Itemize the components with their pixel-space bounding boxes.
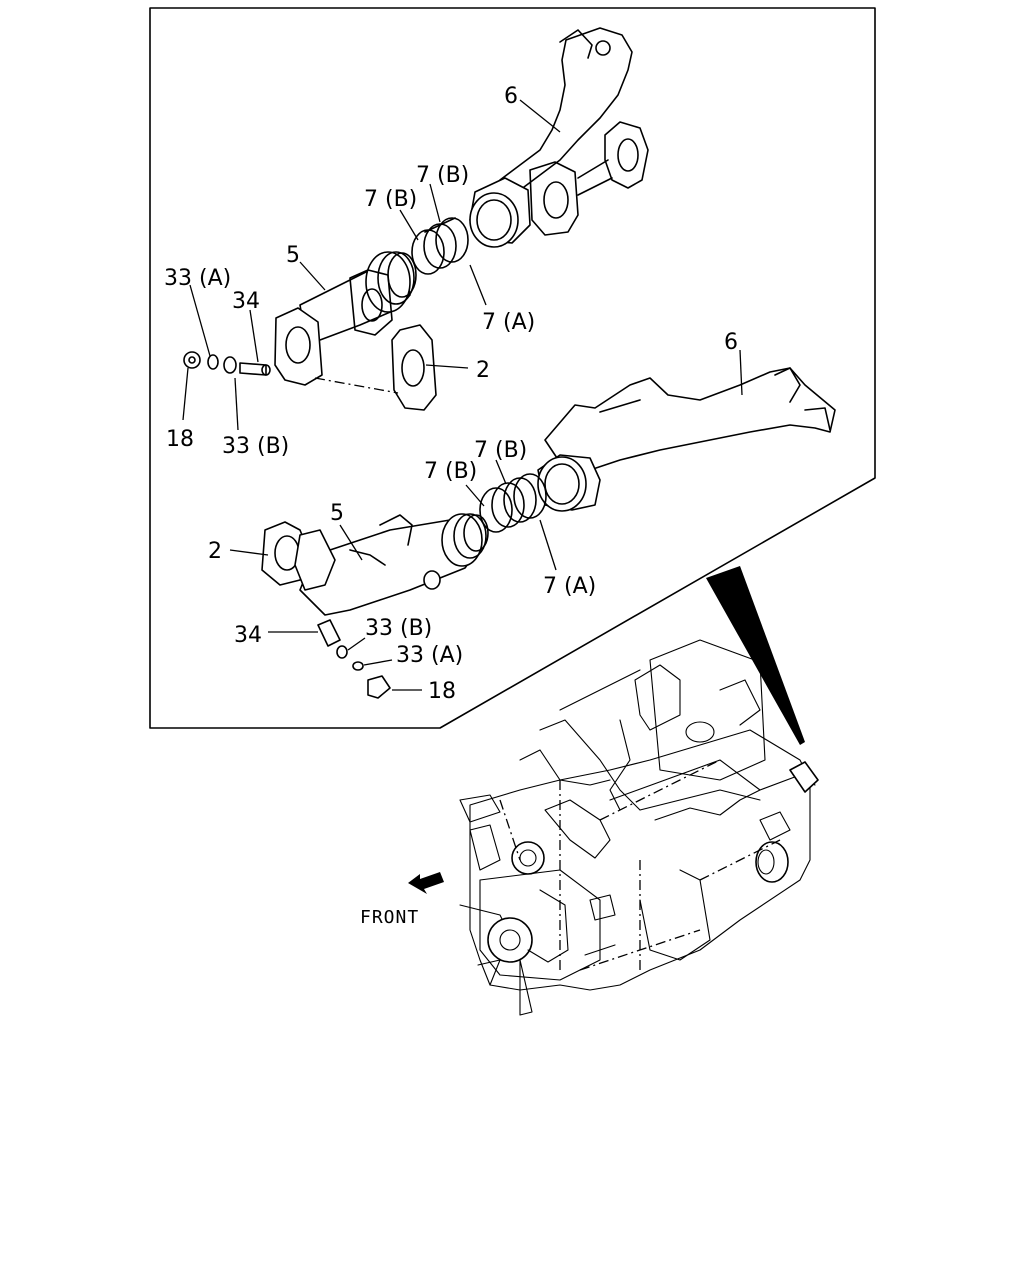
upper-label-18: 18	[166, 427, 194, 452]
detail-frame	[149, 7, 876, 729]
lower-label-6: 6	[724, 330, 738, 355]
upper-label-33a: 33 (A)	[164, 266, 231, 291]
upper-assembly	[182, 27, 649, 431]
upper-manifold-front-part5	[274, 251, 417, 386]
lower-label-2: 2	[208, 539, 222, 564]
front-arrow-icon	[408, 872, 444, 894]
engine-overview	[459, 639, 819, 1016]
lower-label-7b-right: 7 (B)	[474, 438, 527, 463]
lower-slip-sleeve	[537, 454, 601, 512]
lower-label-33b: 33 (B)	[365, 616, 432, 641]
upper-gasket-part2	[314, 324, 437, 411]
upper-label-7b-left: 7 (B)	[364, 187, 417, 212]
detail-pointer-wedge	[706, 566, 805, 745]
upper-label-7a: 7 (A)	[482, 310, 535, 335]
lower-label-18: 18	[428, 679, 456, 704]
upper-fasteners	[183, 351, 271, 376]
lower-label-34: 34	[234, 623, 262, 648]
lower-label-7b-left: 7 (B)	[424, 459, 477, 484]
upper-slip-sleeve	[469, 177, 531, 248]
lower-gasket-part2	[261, 521, 336, 591]
lower-manifold-rear-part6	[544, 367, 836, 471]
upper-seal-rings-part7	[411, 217, 469, 275]
lower-manifold-front-part5	[299, 513, 489, 616]
lower-label-7a: 7 (A)	[543, 574, 596, 599]
upper-label-6: 6	[504, 84, 518, 109]
lower-label-33a: 33 (A)	[396, 643, 463, 668]
upper-label-34: 34	[232, 289, 260, 314]
upper-label-5: 5	[286, 243, 300, 268]
front-label: FRONT	[360, 907, 419, 928]
upper-label-2: 2	[476, 358, 490, 383]
lower-seal-rings-part7	[479, 473, 547, 533]
callout-labels: 6 7 (B) 7 (B) 5 33 (A) 34 7 (A) 2 18 33 …	[164, 84, 738, 928]
lower-fasteners	[317, 619, 391, 699]
lower-assembly	[229, 349, 836, 699]
upper-label-7b-top: 7 (B)	[416, 163, 469, 188]
upper-label-33b: 33 (B)	[222, 434, 289, 459]
lower-label-5: 5	[330, 501, 344, 526]
